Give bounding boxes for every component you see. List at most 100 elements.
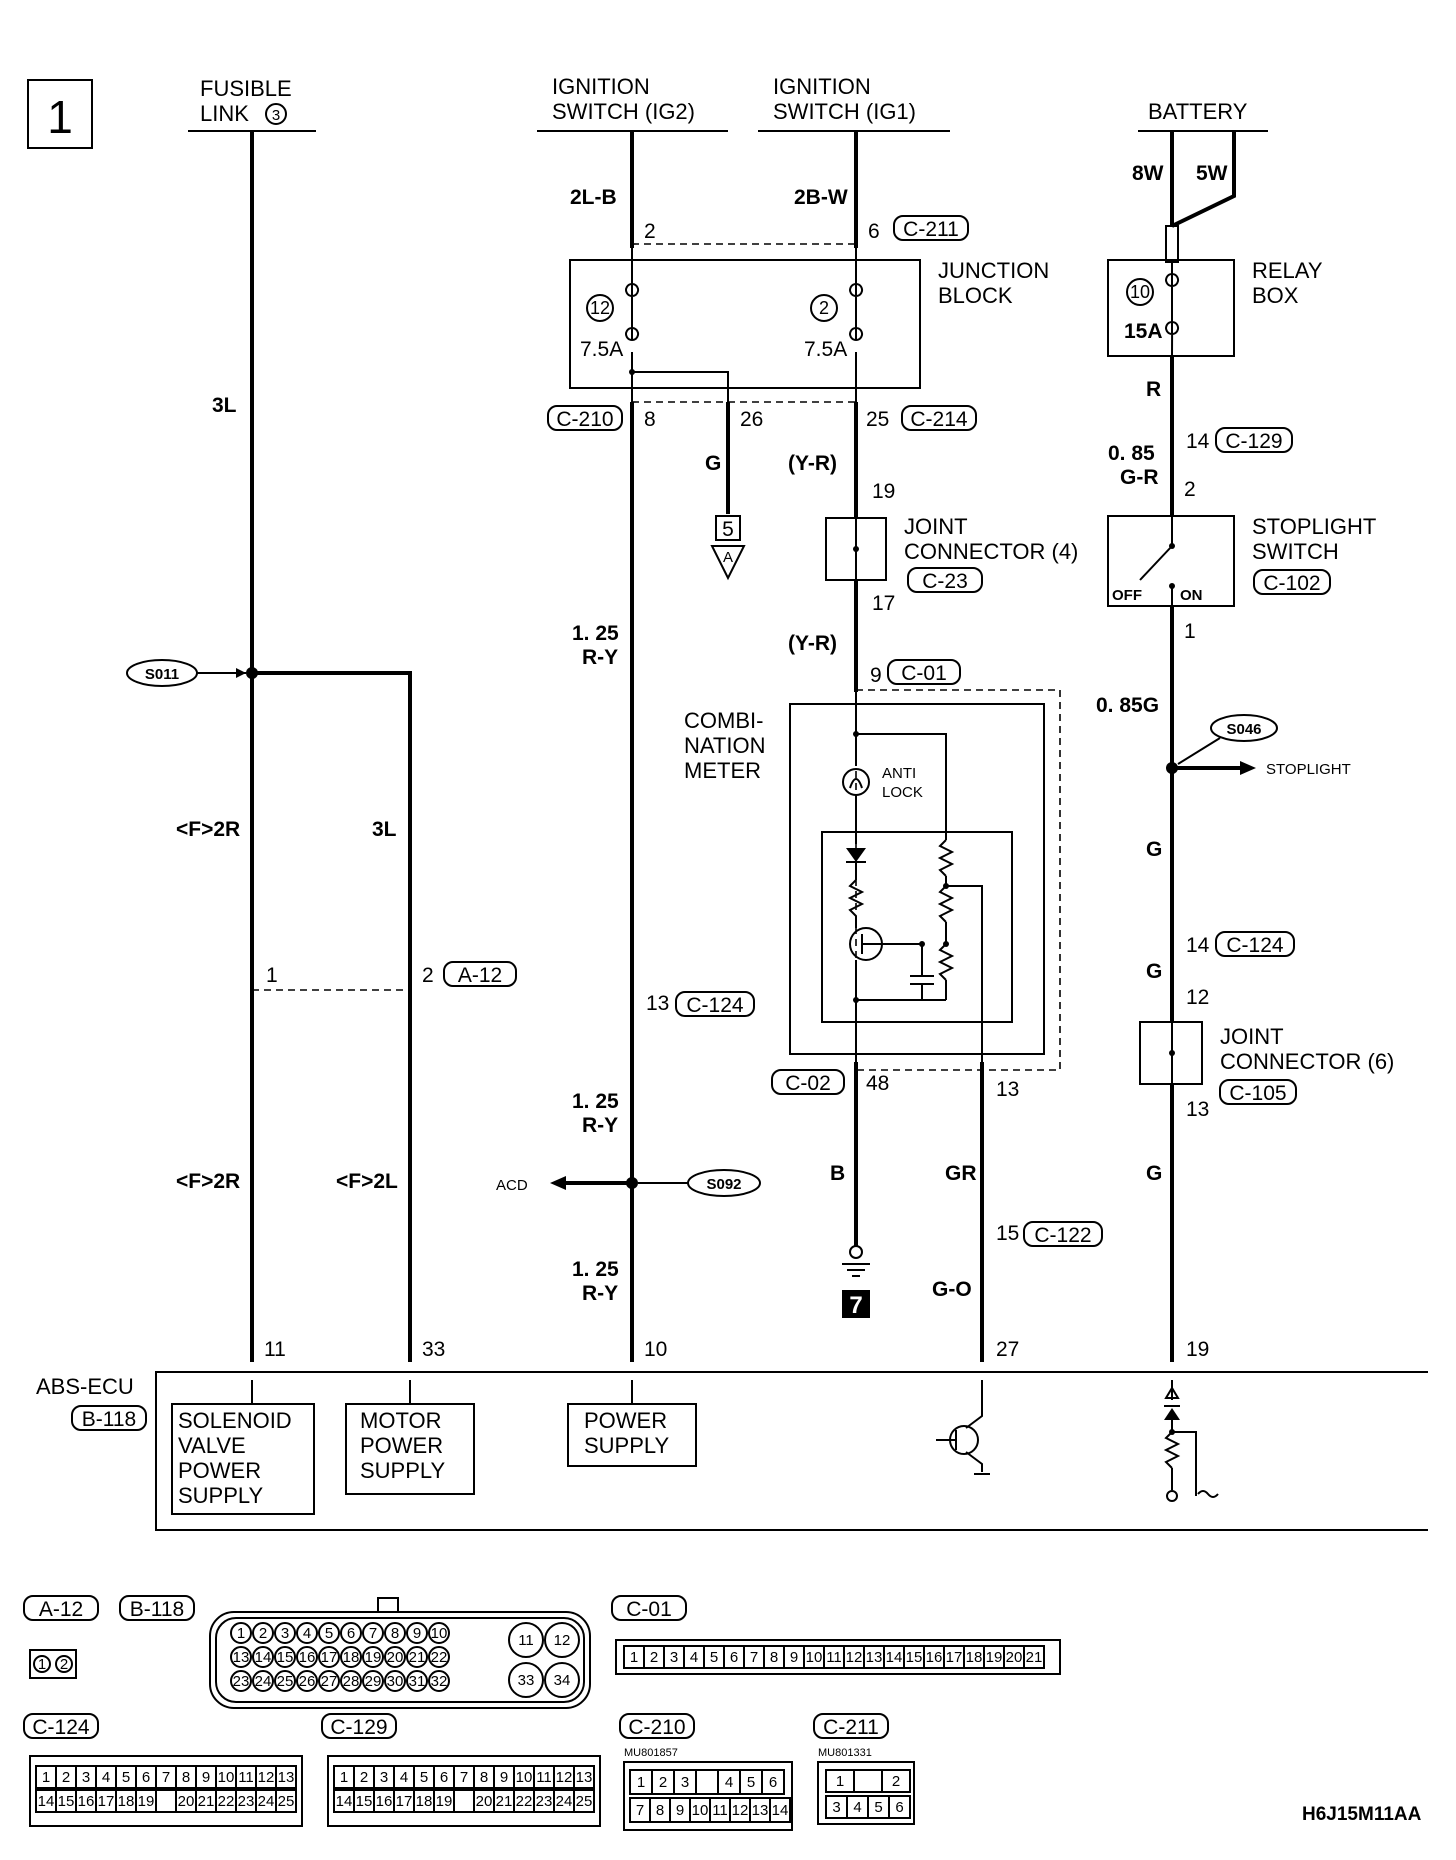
c124-pin-label: 18 — [118, 1793, 135, 1810]
ecu-pin-11: 11 — [264, 1338, 286, 1361]
jb-pin-top-a: 2 — [644, 220, 656, 243]
a5-sub: A — [723, 549, 733, 566]
c210-pin-cell — [769, 1797, 791, 1823]
c122-conn-box — [1023, 1221, 1103, 1247]
fuse-a-symbol — [625, 283, 640, 342]
splice-s046-oval — [1210, 714, 1278, 742]
c01-pin-label: 10 — [806, 1649, 823, 1666]
b118-pin-label: 25 — [277, 1673, 294, 1690]
jb-pin-out-mid: 26 — [740, 408, 763, 431]
c124m-pin: 13 — [646, 992, 669, 1015]
c210-pin-label: 12 — [732, 1802, 749, 1819]
a5-num: 5 — [722, 518, 734, 541]
c105-conn-label: C-105 — [1229, 1082, 1286, 1105]
c129-conn-box — [1215, 427, 1293, 453]
c124r-conn-label: C-124 — [1226, 934, 1284, 957]
jc4-pin-out: 17 — [872, 592, 895, 615]
fuse-b-num: 2 — [819, 298, 829, 318]
b118-pin-cell — [296, 1622, 318, 1644]
c129-pin-label: 4 — [400, 1769, 408, 1786]
c02-conn-box — [771, 1069, 845, 1095]
c124-pin-label: 23 — [238, 1793, 255, 1810]
meter-box — [789, 703, 1045, 1055]
c129-pin-cell — [453, 1789, 475, 1813]
c129-pin-label: 3 — [380, 1769, 388, 1786]
doc-code: H6J15M11AA — [1302, 1804, 1422, 1825]
junction-block-label-1: JUNCTION — [938, 258, 1049, 283]
c210-pin-label: 11 — [712, 1802, 728, 1819]
acd-label: ACD — [496, 1177, 528, 1194]
stoplight-switch-label-2: SWITCH — [1252, 539, 1339, 564]
c129-pin-label: 8 — [480, 1769, 488, 1786]
b118-pin-label: 5 — [325, 1625, 333, 1642]
b118-pin-label: 15 — [277, 1649, 294, 1666]
relay-fuse-num-circle — [1126, 278, 1154, 306]
c210-pin-label: 9 — [676, 1802, 684, 1819]
wire-f2r-b-label: <F>2R — [176, 1170, 240, 1193]
c210-pin-label: 3 — [681, 1774, 689, 1791]
b118-pin-label: 24 — [255, 1673, 272, 1690]
ecu-box1-line3: POWER — [178, 1458, 261, 1483]
meter-diode — [846, 848, 866, 862]
c01-pin-label: 4 — [690, 1649, 698, 1666]
meter-inner-box — [821, 831, 1013, 1023]
jb-pin-out-b: 25 — [866, 408, 889, 431]
meter-label-3: METER — [684, 758, 761, 783]
b118-pin-cell — [406, 1646, 428, 1668]
ecu-box2-line2: POWER — [360, 1433, 443, 1458]
ecu-q27-emitter — [965, 1451, 983, 1472]
wire-2bw-label: 2B-W — [794, 186, 848, 209]
c129-pin-label: 17 — [396, 1793, 413, 1810]
ecu-19-marker — [1164, 1386, 1180, 1399]
c210-pin-label: 5 — [747, 1774, 755, 1791]
lamp-label-1: ANTI — [882, 765, 916, 782]
c214-conn-label: C-214 — [910, 408, 968, 431]
fuse-a-num: 12 — [590, 298, 610, 318]
c124r-conn-box — [1215, 931, 1295, 957]
ecu-box2-line1: MOTOR — [360, 1408, 441, 1433]
splice-s011-arrowhead — [236, 668, 246, 678]
c124r-pin: 14 — [1186, 934, 1210, 957]
stoplight-switch-label-1: STOPLIGHT — [1252, 514, 1376, 539]
c01-pin-label: 18 — [966, 1649, 983, 1666]
ecu-outline — [155, 1371, 1428, 1531]
ecu-19-tilde — [1197, 1490, 1219, 1498]
wire-f2r-a-label: <F>2R — [176, 818, 240, 841]
wire-125a-label: 1. 25 — [572, 622, 619, 645]
b118-pin-cell — [428, 1646, 450, 1668]
a5-triangle — [710, 545, 746, 581]
b118-pin-cell — [274, 1622, 296, 1644]
b118-pin-label: 9 — [413, 1625, 421, 1642]
ecu-pin-33: 33 — [422, 1338, 445, 1361]
b118-pin-label: 32 — [431, 1673, 448, 1690]
b118-pin-label: 23 — [233, 1673, 250, 1690]
c124-pin-label: 13 — [278, 1769, 295, 1786]
legend-a12: A-12 1 2 — [23, 1595, 99, 1679]
c124-pin-label: 12 — [258, 1769, 275, 1786]
b118-pin-cell — [340, 1622, 362, 1644]
meter-label-2: NATION — [684, 733, 765, 758]
b118-pin-label: 13 — [233, 1649, 250, 1666]
battery-label: BATTERY — [1148, 99, 1248, 124]
c211-pin-cell — [888, 1795, 911, 1819]
ecu-19-branch — [1172, 1431, 1197, 1496]
legend-c129-label: C-129 — [330, 1716, 387, 1739]
a5-box — [715, 515, 741, 541]
fuse-a-rating: 7.5A — [580, 338, 623, 361]
meter-r2-to-out — [946, 885, 983, 1062]
c124-pin-label: 9 — [202, 1769, 210, 1786]
wire-r-label: R — [1146, 378, 1161, 401]
b118-pin-label: 6 — [347, 1625, 355, 1642]
c210-pin-cell — [761, 1769, 785, 1795]
c01-pin-label: 14 — [886, 1649, 903, 1666]
b118-conn-label: B-118 — [82, 1408, 136, 1431]
jc4-label-1: JOINT — [904, 514, 968, 539]
wire-rya-label: R-Y — [582, 646, 618, 669]
ecu-box2-line3: SUPPLY — [360, 1458, 446, 1483]
a12-conn-box — [443, 961, 517, 987]
jb-pin-top-b: 6 — [868, 220, 880, 243]
c129-pin: 14 — [1186, 430, 1210, 453]
